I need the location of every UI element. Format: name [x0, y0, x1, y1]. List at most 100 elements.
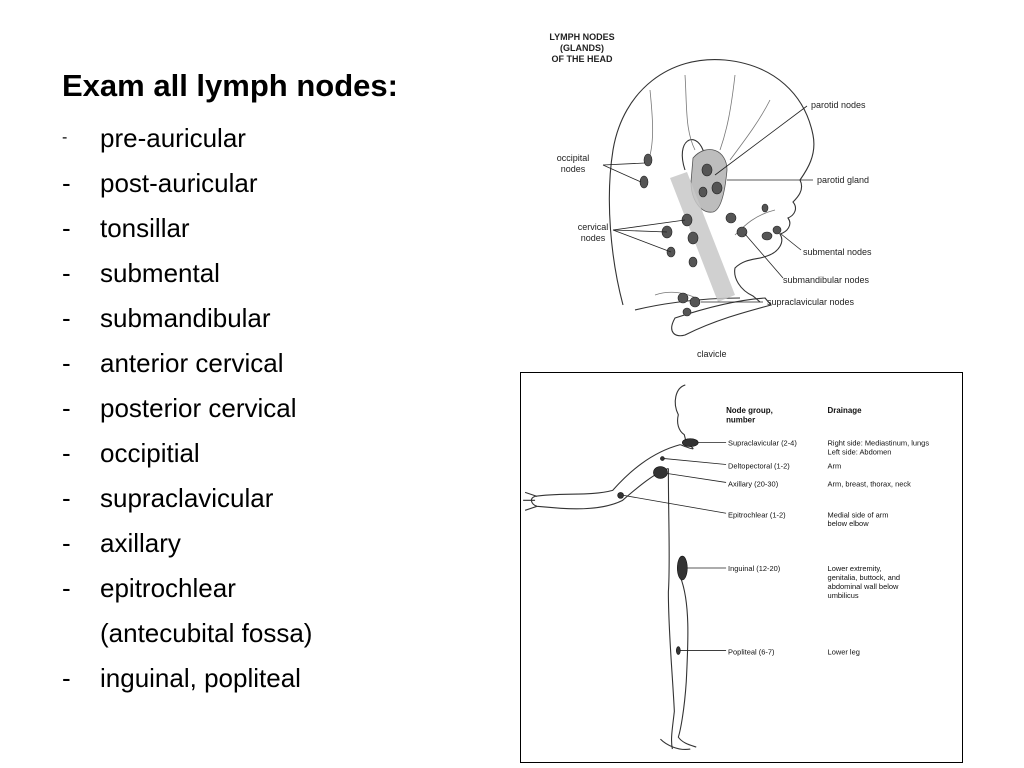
body-lymph-nodes-figure: Node group, number Drainage Supraclavicu…	[520, 372, 963, 763]
list-item-text: tonsillar	[100, 213, 190, 243]
list-item: - epitrochlear	[62, 568, 312, 613]
list-item: - supraclavicular	[62, 478, 312, 523]
submandibular-node	[725, 212, 737, 224]
supraclavicular-node	[677, 292, 689, 304]
header-drainage: Drainage	[828, 406, 863, 415]
row-epitrochlear-drainage-1: Medial side of arm	[828, 510, 889, 519]
bullet-dash: -	[62, 528, 71, 558]
body-head-outline	[674, 384, 687, 443]
label-parotid-gland: parotid gland	[817, 175, 869, 185]
body-foot-outline	[660, 738, 691, 751]
label-cervical-line1: cervical	[578, 222, 609, 232]
parotid-node	[698, 186, 708, 198]
row-inguinal-drainage-4: umbilicus	[828, 591, 859, 600]
head-figure-title-line3: OF THE HEAD	[551, 54, 613, 64]
slide-title: Exam all lymph nodes:	[62, 68, 398, 103]
body-hand-outline	[523, 491, 538, 511]
label-cervical-line2: nodes	[581, 233, 606, 243]
row-inguinal-drainage-2: genitalia, buttock, and	[828, 573, 901, 582]
label-occipital-line1: occipital	[557, 153, 590, 163]
bullet-dash: -	[62, 438, 71, 468]
cervical-chain-shape	[670, 172, 735, 302]
row-epitrochlear-drainage-2: below elbow	[828, 519, 870, 528]
clavicle-bone	[671, 297, 772, 337]
list-item-text: epitrochlear	[100, 573, 236, 603]
supraclavicular-node	[682, 438, 699, 447]
body-torso-outline	[667, 442, 694, 750]
row-deltopectoral-group: Deltopectoral (1-2)	[728, 462, 790, 471]
list-item-text: submental	[100, 258, 220, 288]
occipital-node	[639, 175, 649, 189]
body-leg-outline	[677, 576, 697, 748]
bullet-dash: -	[62, 663, 71, 693]
inguinal-node	[677, 555, 688, 581]
list-item-text: supraclavicular	[100, 483, 274, 513]
supraclavicular-node	[682, 307, 692, 317]
supraclavicular-node	[689, 296, 701, 308]
list-item: - anterior cervical	[62, 343, 312, 388]
parotid-node	[701, 163, 713, 177]
occipital-node	[643, 153, 653, 167]
label-submandibular-nodes: submandibular nodes	[783, 275, 870, 285]
row-supraclavicular-group: Supraclavicular (2-4)	[728, 439, 797, 448]
header-node-group-line2: number	[726, 416, 755, 425]
bullet-dash: -	[62, 303, 71, 333]
row-popliteal-group: Popliteal (6-7)	[728, 648, 775, 657]
submental-node	[761, 231, 773, 241]
parotid-node	[711, 181, 723, 195]
bullet-dash: -	[62, 129, 68, 146]
label-supraclavicular-nodes: supraclavicular nodes	[767, 297, 855, 307]
list-item: - submandibular	[62, 298, 312, 343]
popliteal-node	[676, 646, 681, 655]
list-item-text: inguinal, popliteal	[100, 663, 301, 693]
list-item: - tonsillar	[62, 208, 312, 253]
axillary-node	[653, 466, 668, 479]
bullet-dash: -	[62, 348, 71, 378]
list-item: - axillary	[62, 523, 312, 568]
lymph-node-list: - pre-auricular - post-auricular - tonsi…	[62, 118, 312, 703]
row-axillary-drainage-1: Arm, breast, thorax, neck	[828, 479, 912, 488]
list-item-continuation: (antecubital fossa)	[100, 618, 313, 648]
label-occipital-line2: nodes	[561, 164, 586, 174]
list-item-text: posterior cervical	[100, 393, 297, 423]
head-diagram: LYMPH NODES (GLANDS) OF THE HEAD	[549, 32, 872, 359]
list-item-text: submandibular	[100, 303, 271, 333]
bullet-dash: -	[62, 573, 71, 603]
list-item-text: anterior cervical	[100, 348, 284, 378]
list-item: - occipitial	[62, 433, 312, 478]
row-inguinal-drainage-3: abdominal wall below	[828, 582, 899, 591]
head-lymph-nodes-figure: LYMPH NODES (GLANDS) OF THE HEAD	[535, 20, 905, 365]
list-item: - submental	[62, 253, 312, 298]
list-item: - pre-auricular	[62, 118, 312, 163]
list-item-text: occipitial	[100, 438, 200, 468]
body-diagram: Node group, number Drainage Supraclavicu…	[523, 384, 930, 751]
row-inguinal-group: Inguinal (12-20)	[728, 564, 781, 573]
row-inguinal-drainage-1: Lower extremity,	[828, 564, 882, 573]
list-item-text: post-auricular	[100, 168, 258, 198]
cervical-node	[681, 213, 693, 227]
submental-node	[761, 203, 769, 213]
bullet-dash: -	[62, 213, 71, 243]
row-deltopectoral-drainage-1: Arm	[828, 462, 842, 471]
header-node-group-line1: Node group,	[726, 406, 773, 415]
row-supraclavicular-drainage-1: Right side: Mediastinum, lungs	[828, 439, 930, 448]
cervical-node	[688, 256, 698, 268]
row-supraclavicular-drainage-2: Left side: Abdomen	[828, 448, 892, 457]
label-clavicle: clavicle	[697, 349, 727, 359]
list-item: - posterior cervical	[62, 388, 312, 433]
row-epitrochlear-group: Epitrochlear (1-2)	[728, 510, 786, 519]
head-figure-title-line1: LYMPH NODES	[549, 32, 614, 42]
submental-node	[772, 225, 782, 235]
bullet-dash: -	[62, 258, 71, 288]
row-axillary-group: Axillary (20-30)	[728, 479, 779, 488]
head-figure-title-line2: (GLANDS)	[560, 43, 604, 53]
cervical-node	[687, 231, 699, 245]
label-submental-nodes: submental nodes	[803, 247, 872, 257]
bullet-dash: -	[62, 483, 71, 513]
deltopectoral-node	[660, 456, 665, 461]
list-item: - inguinal, popliteal	[62, 658, 312, 703]
epitrochlear-node	[617, 492, 624, 499]
row-popliteal-drainage-1: Lower leg	[828, 648, 860, 657]
list-item-text: pre-auricular	[100, 123, 246, 153]
label-parotid-nodes: parotid nodes	[811, 100, 866, 110]
